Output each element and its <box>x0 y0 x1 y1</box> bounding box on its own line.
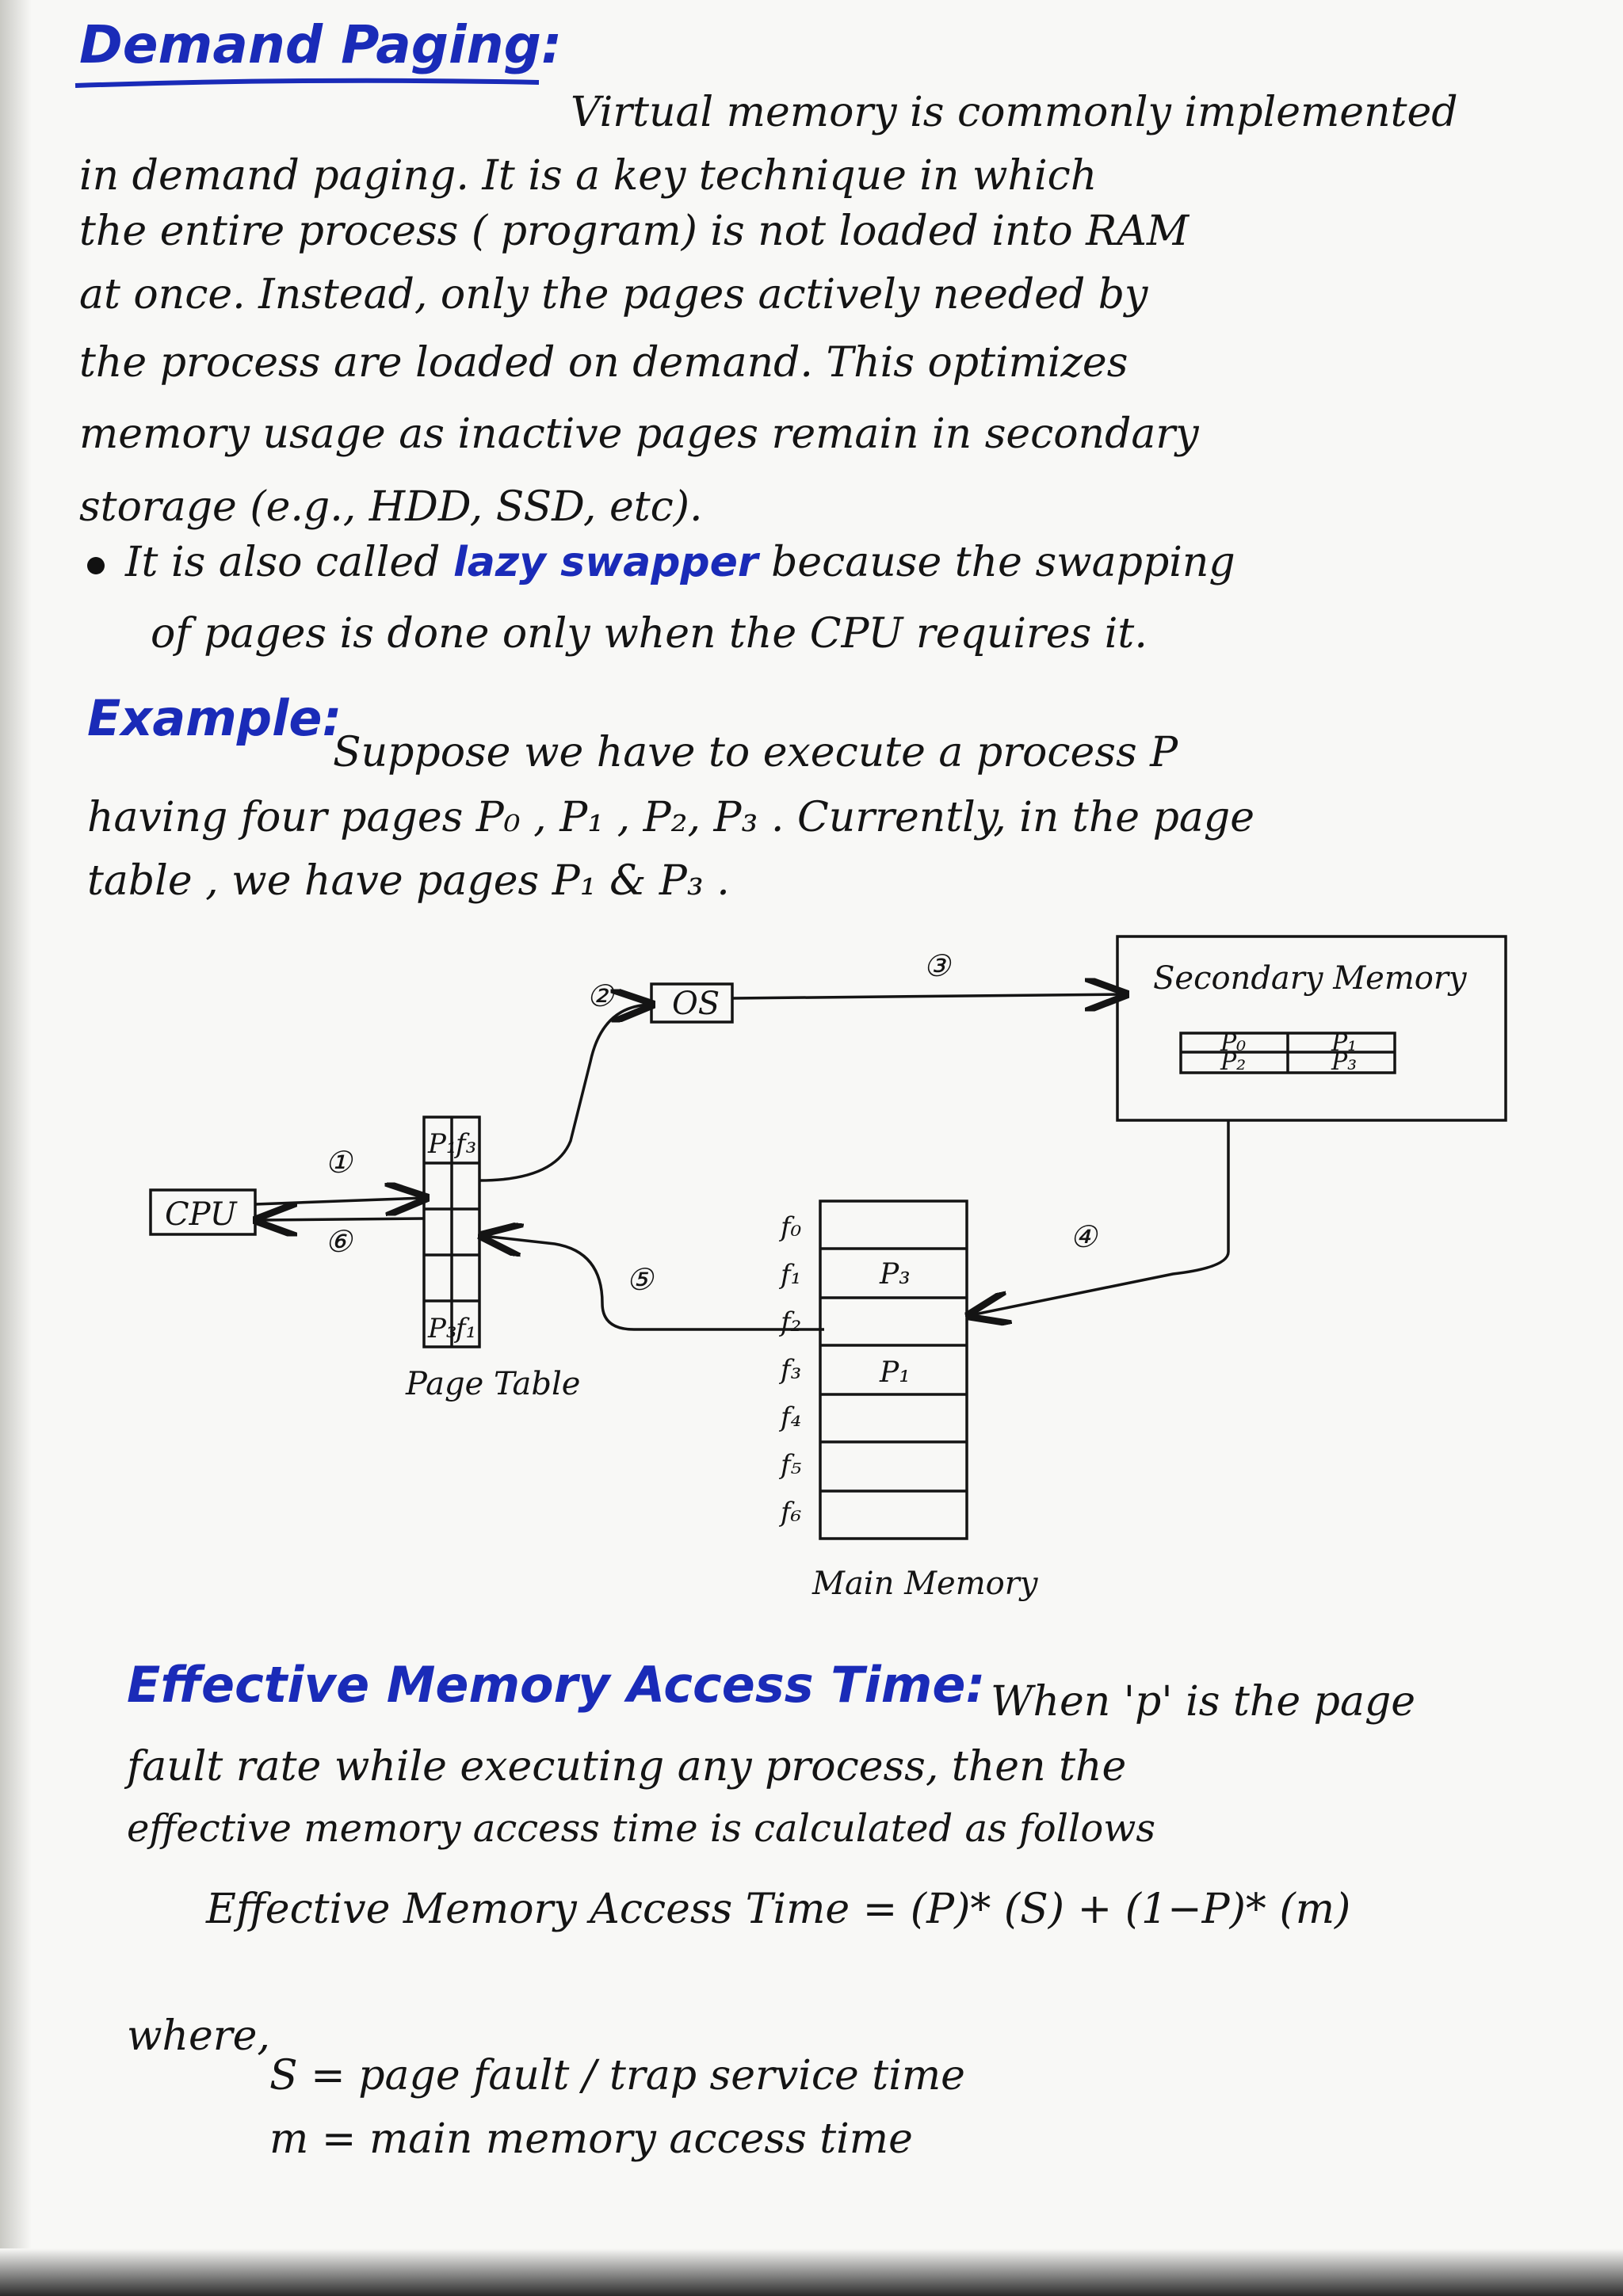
bullet-line-1: It is also called lazy swapper because t… <box>87 539 1235 586</box>
example-line-1: Suppose we have to execute a process P <box>333 729 1178 776</box>
mm-cell-f3: P₁ <box>879 1356 911 1389</box>
where-label: where, <box>127 2012 270 2060</box>
example-heading: Example: <box>87 689 342 747</box>
step-4: ④ <box>1070 1219 1098 1254</box>
pt-row1-frame: f₃ <box>453 1128 476 1160</box>
emat-line-3: effective memory access time is calculat… <box>127 1806 1155 1851</box>
def-m: m = main memory access time <box>269 2115 913 2163</box>
frame-f3: f₃ <box>778 1354 801 1386</box>
step-1: ① <box>325 1145 353 1180</box>
step-6: ⑥ <box>325 1224 353 1259</box>
dp-line-6: memory usage as inactive pages remain in… <box>79 410 1199 458</box>
dp-line-3: the entire process ( program) is not loa… <box>79 208 1190 255</box>
frame-f5: f₅ <box>778 1449 802 1481</box>
pt-row4-frame: f₁ <box>453 1313 476 1344</box>
emat-intro-tail: When 'p' is the page <box>991 1678 1416 1726</box>
example-line-3: table , we have pages P₁ & P₃ . <box>87 857 730 905</box>
pt-row4-page: P₃ <box>427 1313 457 1344</box>
sec-cell-p0: P₀ <box>1220 1029 1246 1057</box>
frame-f0: f₀ <box>778 1211 802 1243</box>
heading-underline <box>74 78 540 88</box>
emat-formula: Effective Memory Access Time = (P)* (S) … <box>206 1886 1351 1933</box>
def-s: S = page fault / trap service time <box>269 2052 965 2100</box>
mm-cell-f1: P₃ <box>879 1258 911 1291</box>
emat-line-2: fault rate while executing any process, … <box>127 1743 1127 1791</box>
sec-cell-p1: P₁ <box>1331 1029 1357 1057</box>
example-line-2: having four pages P₀ , P₁ , P₂, P₃ . Cur… <box>87 794 1254 841</box>
frame-f1: f₁ <box>778 1259 801 1291</box>
sec-cell-p3: P₃ <box>1331 1048 1357 1076</box>
frame-f4: f₄ <box>778 1402 801 1433</box>
page-shadow-left <box>0 0 32 2296</box>
bullet-dot <box>87 556 105 574</box>
page-shadow-bottom <box>0 2248 1623 2296</box>
bullet-line-2: of pages is done only when the CPU requi… <box>151 610 1148 658</box>
secondary-memory-label: Secondary Memory <box>1153 960 1468 997</box>
step-5: ⑤ <box>626 1262 655 1297</box>
demand-paging-heading: Demand Paging: <box>79 14 563 75</box>
bullet-post: because the swapping <box>771 539 1235 586</box>
frame-f6: f₆ <box>778 1497 801 1528</box>
dp-line-2: in demand paging. It is a key technique … <box>79 152 1098 200</box>
lazy-swapper-term: lazy swapper <box>453 539 758 586</box>
dp-line-1: Virtual memory is commonly implemented <box>571 89 1458 136</box>
os-label: OS <box>672 986 720 1022</box>
cpu-label: CPU <box>165 1196 238 1233</box>
pt-row1-page: P₁ <box>427 1128 457 1160</box>
page-table-caption: Page Table <box>405 1366 580 1402</box>
dp-line-5: the process are loaded on demand. This o… <box>79 339 1128 387</box>
step-2: ② <box>586 978 615 1013</box>
dp-line-7: storage (e.g., HDD, SSD, etc). <box>79 483 703 531</box>
main-memory-caption: Main Memory <box>812 1566 1039 1602</box>
paging-diagram: CPU OS Secondary Memory P₀ P₁ P₂ P₃ P₁ f… <box>149 935 1507 1602</box>
step-3: ③ <box>923 948 952 983</box>
bullet-pre: It is also called <box>125 539 441 586</box>
frame-f2: f₂ <box>778 1306 801 1338</box>
sec-cell-p2: P₂ <box>1220 1048 1246 1076</box>
emat-heading: Effective Memory Access Time: <box>127 1656 986 1714</box>
dp-line-4: at once. Instead, only the pages activel… <box>79 271 1148 318</box>
